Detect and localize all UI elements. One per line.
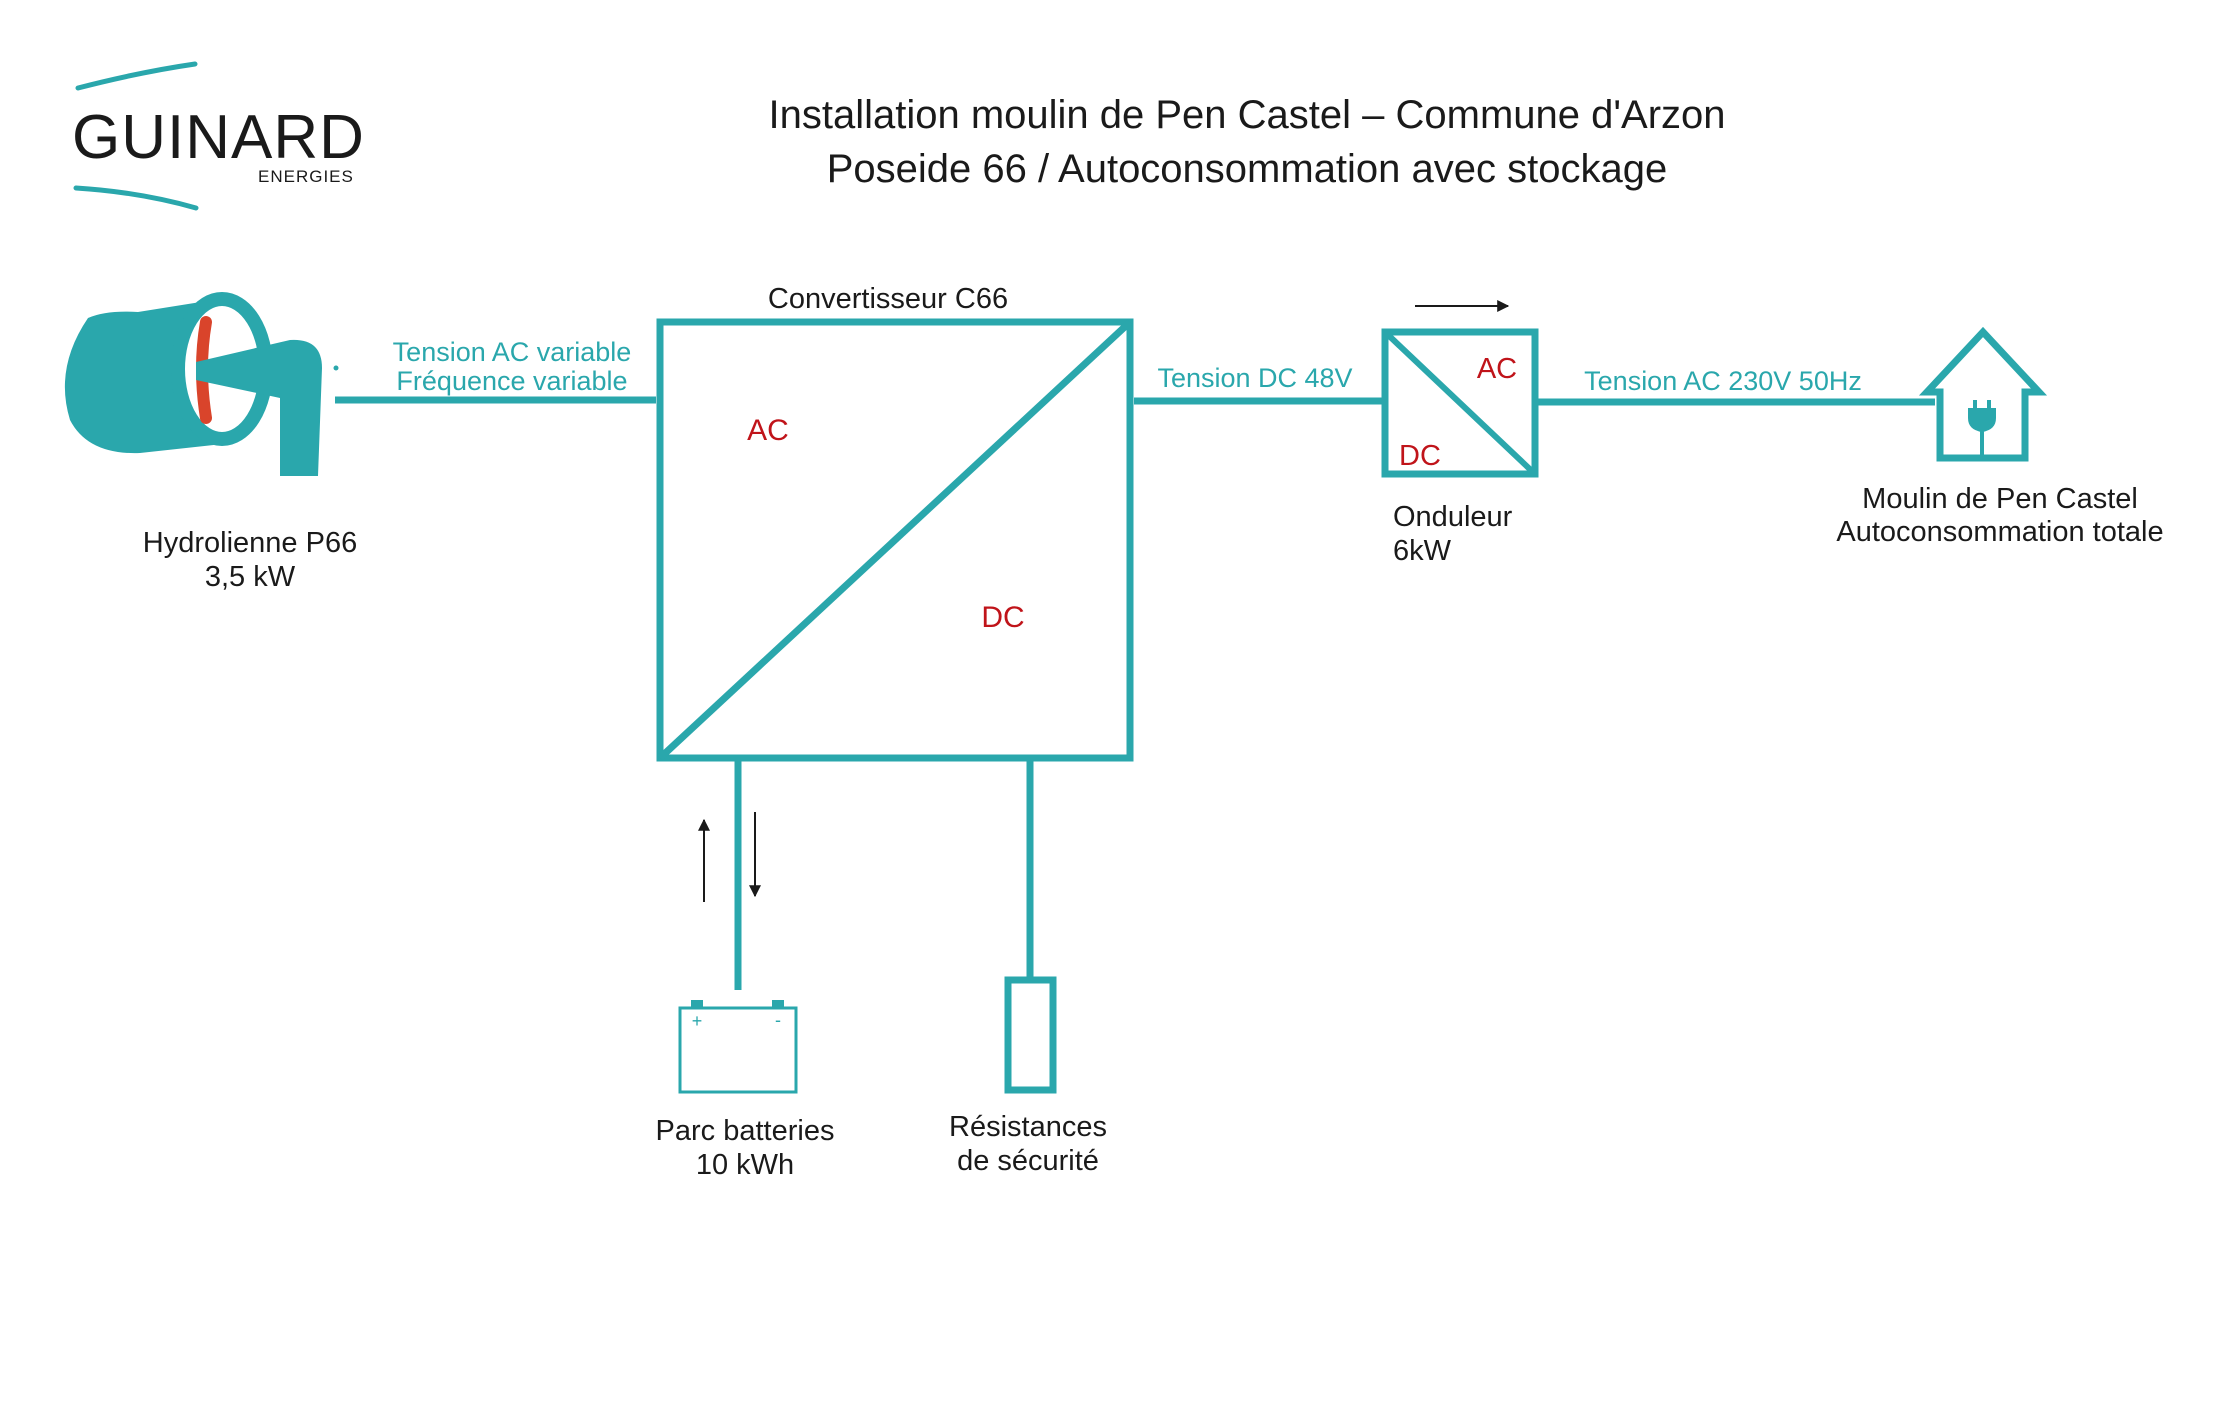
- house-plug: [1968, 400, 1996, 458]
- turbine-power: 3,5 kW: [205, 561, 296, 593]
- turbine-name: Hydrolienne P66: [143, 527, 357, 559]
- converter-ac-label: AC: [747, 414, 789, 447]
- converter-box: [656, 318, 1134, 762]
- inverter-power: 6kW: [1393, 535, 1452, 567]
- logo-swoosh-bottom: [73, 185, 199, 211]
- house-plug-icon: [1918, 326, 2048, 462]
- page-title-line-1: Installation moulin de Pen Castel – Comm…: [768, 93, 1725, 137]
- resistor-icon: [1004, 976, 1057, 1094]
- turbine-dot: [333, 365, 339, 371]
- converter-diagonal: [657, 319, 1133, 761]
- tidal-turbine-icon: [64, 292, 339, 476]
- inverter-name: Onduleur: [1393, 501, 1513, 533]
- logo-name: GUINARD: [72, 103, 365, 172]
- inverter-diagonal: [1382, 329, 1538, 477]
- inverter-block: [1381, 328, 1539, 478]
- battery-terminal-minus: [772, 1000, 784, 1008]
- logo-swoosh-top: [75, 61, 198, 91]
- battery-plus-sign: +: [692, 1011, 703, 1031]
- battery-terminal-plus: [691, 1000, 703, 1008]
- guinard-logo: GUINARD ENERGIES: [72, 61, 365, 211]
- house-consumption: Autoconsommation totale: [1836, 516, 2163, 548]
- battery-minus-sign: -: [775, 1010, 781, 1030]
- resistor-name: Résistances: [949, 1111, 1107, 1143]
- inverter-dc-label: DC: [1399, 440, 1441, 472]
- turbine-outlet: [196, 339, 322, 476]
- resistor-qualifier: de sécurité: [957, 1145, 1099, 1177]
- converter-block: [656, 318, 1134, 762]
- battery-icon: + -: [678, 1000, 798, 1094]
- page-title-line-2: Poseide 66 / Autoconsommation avec stock…: [827, 147, 1668, 191]
- battery-body: [678, 1006, 798, 1094]
- battery-name: Parc batteries: [656, 1115, 835, 1147]
- inverter-ac-label: AC: [1477, 353, 1517, 385]
- inverter-box: [1381, 328, 1539, 478]
- house-name: Moulin de Pen Castel: [1862, 483, 2138, 515]
- link-converter-inverter-label: Tension DC 48V: [1157, 363, 1352, 393]
- converter-name: Convertisseur C66: [768, 283, 1008, 315]
- link-turbine-converter-label-1: Tension AC variable: [393, 337, 632, 367]
- battery-capacity: 10 kWh: [696, 1149, 794, 1181]
- link-turbine-converter-label-2: Fréquence variable: [396, 366, 627, 396]
- converter-dc-label: DC: [981, 601, 1024, 634]
- house-outline: [1918, 326, 2048, 462]
- logo-subtitle: ENERGIES: [258, 167, 354, 186]
- link-inverter-house-label: Tension AC 230V 50Hz: [1584, 366, 1862, 396]
